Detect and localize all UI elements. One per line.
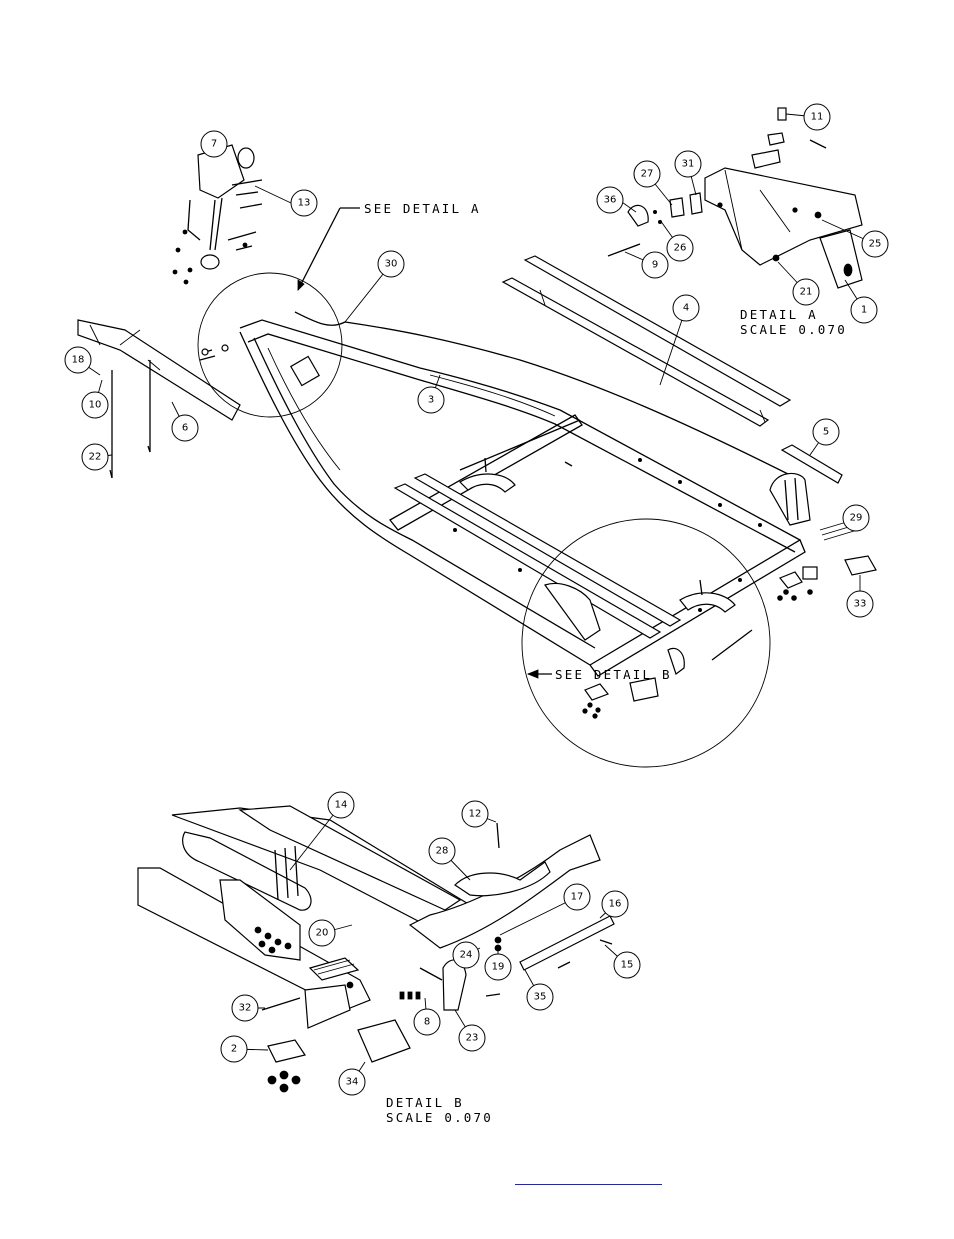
- callout-13: 13: [290, 189, 318, 217]
- svg-text:12: 12: [469, 809, 482, 820]
- rear-roller-assembly: [777, 517, 877, 601]
- svg-text:22: 22: [89, 452, 102, 463]
- trailer-frame: [239, 311, 806, 677]
- callout-2: 2: [220, 1035, 248, 1063]
- callout-8: 8: [413, 1008, 441, 1036]
- callout-30: 30: [377, 250, 405, 278]
- callout-11: 11: [803, 103, 831, 131]
- detail-a-label: DETAIL A: [740, 307, 818, 322]
- callout-7: 7: [200, 130, 228, 158]
- detail-a-parts: [607, 107, 863, 289]
- footer-link[interactable]: [515, 1170, 662, 1185]
- callout-18: 18: [64, 346, 92, 374]
- svg-text:13: 13: [298, 198, 311, 209]
- svg-text:6: 6: [182, 423, 188, 434]
- winch-assembly: [172, 144, 263, 285]
- svg-text:33: 33: [854, 599, 867, 610]
- svg-text:23: 23: [466, 1033, 479, 1044]
- svg-text:17: 17: [571, 892, 584, 903]
- callout-9: 9: [641, 251, 669, 279]
- svg-text:32: 32: [239, 1003, 252, 1014]
- svg-text:36: 36: [604, 195, 617, 206]
- detail-b-scale: SCALE 0.070: [386, 1110, 493, 1125]
- svg-text:34: 34: [346, 1077, 359, 1088]
- callout-27: 27: [633, 160, 661, 188]
- callout-4: 4: [672, 294, 700, 322]
- svg-text:15: 15: [621, 960, 634, 971]
- callout-36: 36: [596, 186, 624, 214]
- callout-29: 29: [842, 504, 870, 532]
- callout-12: 12: [461, 800, 489, 828]
- svg-text:11: 11: [811, 112, 824, 123]
- svg-text:10: 10: [89, 400, 102, 411]
- callout-26: 26: [666, 234, 694, 262]
- svg-text:1: 1: [861, 305, 867, 316]
- callout-10: 10: [81, 391, 109, 419]
- svg-text:21: 21: [800, 287, 813, 298]
- svg-text:28: 28: [436, 846, 449, 857]
- callout-20: 20: [308, 919, 336, 947]
- callout-24: 24: [452, 941, 480, 969]
- svg-text:19: 19: [492, 962, 505, 973]
- svg-text:30: 30: [385, 259, 398, 270]
- callout-15: 15: [613, 951, 641, 979]
- see-detail-b-note: SEE DETAIL B: [526, 667, 672, 682]
- callout-35: 35: [526, 983, 554, 1011]
- callout-31: 31: [674, 150, 702, 178]
- callout-28: 28: [428, 837, 456, 865]
- callout-19: 19: [484, 953, 512, 981]
- svg-text:31: 31: [682, 159, 695, 170]
- see-detail-a-text: SEE DETAIL A: [364, 201, 481, 216]
- svg-text:16: 16: [609, 899, 622, 910]
- callout-16: 16: [601, 890, 629, 918]
- svg-text:35: 35: [534, 992, 547, 1003]
- detail-b-circle: [459, 457, 771, 768]
- callout-23: 23: [458, 1024, 486, 1052]
- callout-bubbles: 1 2 3 4 5 6 7 8 9 10 11 12 13 14 15 16 1…: [64, 103, 889, 1096]
- svg-text:18: 18: [72, 355, 85, 366]
- svg-text:2: 2: [231, 1044, 237, 1055]
- svg-text:27: 27: [641, 169, 654, 180]
- callout-32: 32: [231, 994, 259, 1022]
- callout-1: 1: [850, 296, 878, 324]
- svg-text:5: 5: [823, 427, 829, 438]
- callout-22: 22: [81, 443, 109, 471]
- svg-text:7: 7: [211, 139, 217, 150]
- bunk-board-lower: [393, 473, 682, 639]
- detail-b-view: [137, 805, 615, 1093]
- svg-text:9: 9: [652, 260, 658, 271]
- callout-34: 34: [338, 1068, 366, 1096]
- see-detail-b-text: SEE DETAIL B: [555, 667, 672, 682]
- callout-5: 5: [812, 418, 840, 446]
- bunk-bracket-5: [769, 444, 843, 526]
- callout-14: 14: [327, 791, 355, 819]
- svg-text:29: 29: [850, 513, 863, 524]
- detail-a-circle: [197, 272, 343, 418]
- svg-text:3: 3: [428, 395, 434, 406]
- bunk-board-upper: [501, 255, 792, 427]
- detail-b-label: DETAIL B: [386, 1095, 464, 1110]
- svg-text:20: 20: [316, 928, 329, 939]
- svg-text:8: 8: [424, 1017, 430, 1028]
- detail-a-scale: SCALE 0.070: [740, 322, 847, 337]
- svg-text:26: 26: [674, 243, 687, 254]
- svg-text:4: 4: [683, 303, 689, 314]
- callout-21: 21: [792, 278, 820, 306]
- callout-3: 3: [417, 386, 445, 414]
- svg-text:24: 24: [460, 950, 473, 961]
- callout-17: 17: [563, 883, 591, 911]
- callout-6: 6: [171, 414, 199, 442]
- winch-stand: [77, 319, 241, 479]
- see-detail-a-note: SEE DETAIL A: [297, 201, 481, 291]
- callout-33: 33: [846, 590, 874, 618]
- svg-text:25: 25: [869, 239, 882, 250]
- svg-text:14: 14: [335, 800, 348, 811]
- callout-25: 25: [861, 230, 889, 258]
